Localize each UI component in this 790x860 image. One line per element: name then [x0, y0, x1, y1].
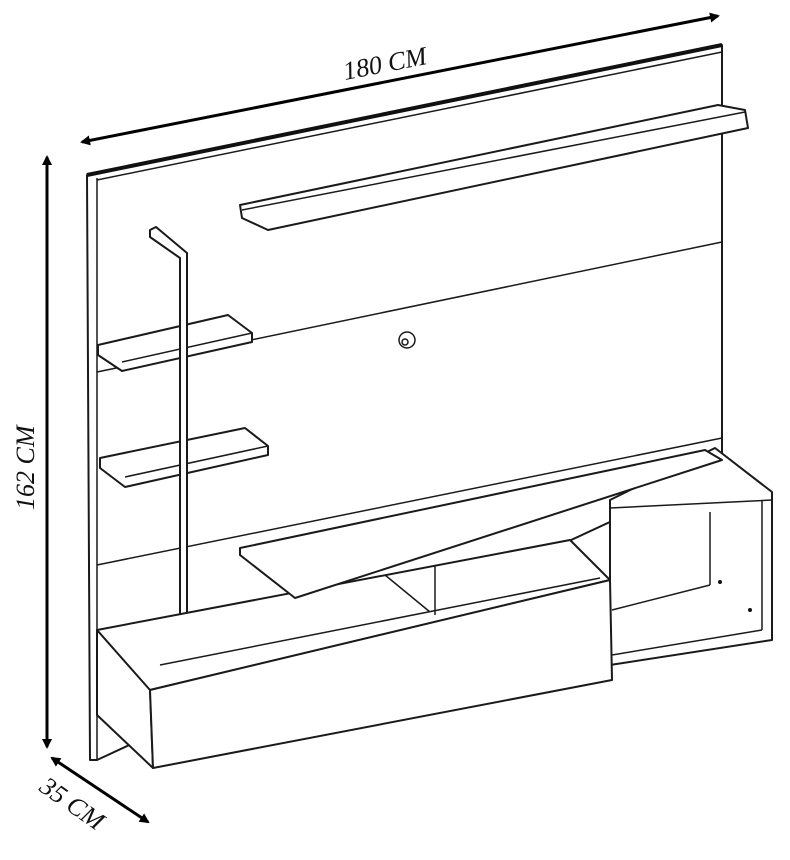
- width-label: 180 CM: [341, 41, 431, 86]
- panel-divider-lower: [96, 437, 723, 566]
- height-label: 162 CM: [11, 424, 40, 510]
- depth-label: 35 CM: [34, 771, 111, 837]
- cabinet-drop-door: [149, 579, 613, 769]
- cable-hole-icon: [398, 331, 416, 349]
- height-dimension: 162 CM: [11, 155, 52, 749]
- depth-dimension: 35 CM: [34, 756, 150, 837]
- middle-shelf: [239, 449, 723, 599]
- main-cabinet: [96, 539, 613, 769]
